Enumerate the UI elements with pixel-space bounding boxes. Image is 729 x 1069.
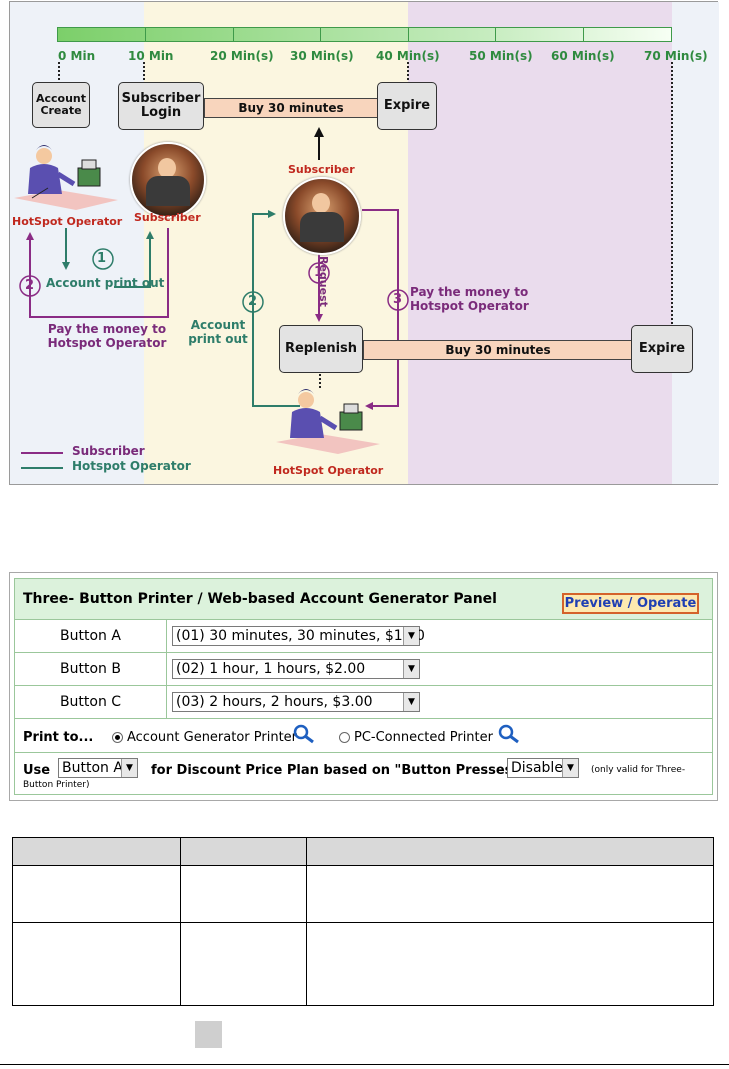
button-c-value: (03) 2 hours, 2 hours, $3.00 (176, 694, 373, 710)
step-number: 1 (97, 251, 107, 266)
valid-note: (only valid for Three-Button Printer) (23, 765, 686, 790)
request-label: Request (317, 256, 330, 307)
print-to-row: Print to... Account Generator Printer PC… (15, 719, 712, 753)
hotspot-operator-label: HotSpot Operator (273, 464, 384, 477)
button-a-label: Button A (15, 620, 167, 652)
step-number: 1 (314, 265, 324, 280)
table-row (12, 865, 714, 923)
timeline-bar (57, 27, 672, 42)
legend-subscriber: Subscriber (72, 444, 145, 458)
account-print-out-label: Account print out (46, 276, 165, 290)
footer-divider (0, 1064, 729, 1065)
pc-connected-printer-radio[interactable] (339, 732, 350, 743)
subscriber-label: Subscriber (134, 211, 201, 224)
hotspot-operator-icon (276, 389, 380, 454)
tick-label: 30 Min(s) (290, 49, 354, 63)
pay-money-label: Pay the money to Hotspot Operator (410, 285, 529, 313)
button-a-value: (01) 30 minutes, 30 minutes, $1.00 (176, 628, 425, 644)
table-cell (12, 922, 181, 1006)
discount-plan-label: for Discount Price Plan based on "Button… (151, 763, 525, 778)
table-cell (306, 865, 714, 923)
page-number-tab (195, 1021, 222, 1048)
chevron-down-icon: ▼ (121, 759, 137, 777)
table-cell (180, 922, 307, 1006)
account-create-box: Account Create (32, 82, 90, 128)
subscriber-login-box: Subscriber Login (118, 82, 204, 130)
button-b-select[interactable]: (02) 1 hour, 1 hours, $2.00 ▼ (172, 659, 420, 679)
button-c-label: Button C (15, 686, 167, 718)
subscriber-photo (130, 142, 206, 218)
step-number: 2 (25, 278, 35, 293)
hotspot-operator-label: HotSpot Operator (12, 215, 123, 228)
step-number: 2 (248, 294, 258, 309)
subscriber-label: Subscriber (288, 163, 355, 176)
print-to-label: Print to... (23, 730, 94, 745)
chevron-down-icon: ▼ (562, 759, 578, 777)
panel-title: Three- Button Printer / Web-based Accoun… (23, 591, 497, 607)
tick-label: 60 Min(s) (551, 49, 615, 63)
panel-title-row: Three- Button Printer / Web-based Accoun… (15, 579, 712, 620)
pc-connected-printer-label: PC-Connected Printer (354, 730, 493, 745)
table-header-cell (306, 837, 714, 866)
tick-label: 50 Min(s) (469, 49, 533, 63)
table-cell (12, 865, 181, 923)
billing-timeline-diagram: 0 Min 10 Min 20 Min(s) 30 Min(s) 40 Min(… (9, 1, 719, 485)
use-button-select[interactable]: Button A ▼ (58, 758, 138, 778)
account-print-out-label: Account print out (188, 318, 248, 346)
use-button-value: Button A (62, 760, 123, 776)
replenish-box: Replenish (279, 325, 363, 373)
button-c-select[interactable]: (03) 2 hours, 2 hours, $3.00 ▼ (172, 692, 420, 712)
discount-plan-row: Use Button A ▼ for Discount Price Plan b… (15, 753, 712, 794)
tick-label: 40 Min(s) (376, 49, 440, 63)
discount-select[interactable]: Disable ▼ (507, 758, 579, 778)
table-header-row (12, 837, 714, 866)
step-number: 3 (393, 292, 403, 307)
discount-value: Disable (511, 760, 563, 776)
panel-frame: Three- Button Printer / Web-based Accoun… (14, 578, 713, 795)
magnifier-icon[interactable] (498, 724, 520, 744)
table-header-cell (180, 837, 307, 866)
tick-label: 70 Min(s) (644, 49, 708, 63)
buy-time-bar: Buy 30 minutes (363, 340, 633, 360)
hotspot-operator-icon (14, 145, 118, 210)
table-cell (180, 865, 307, 923)
parameter-table (12, 837, 714, 1006)
tick-label: 0 Min (58, 49, 96, 63)
table-row (12, 922, 714, 1006)
preview-operate-button[interactable]: Preview / Operate (562, 593, 699, 614)
table-cell (306, 922, 714, 1006)
pay-money-label: Pay the money to Hotspot Operator (47, 322, 167, 350)
subscriber-photo (283, 177, 361, 255)
button-b-row: Button B (02) 1 hour, 1 hours, $2.00 ▼ (15, 653, 712, 686)
chevron-down-icon: ▼ (403, 693, 419, 711)
table-header-cell (12, 837, 181, 866)
tick-label: 20 Min(s) (210, 49, 274, 63)
button-c-row: Button C (03) 2 hours, 2 hours, $3.00 ▼ (15, 686, 712, 719)
tick-label: 10 Min (128, 49, 174, 63)
flow-connectors (19, 62, 673, 469)
account-generator-panel: Three- Button Printer / Web-based Accoun… (9, 572, 718, 801)
button-b-value: (02) 1 hour, 1 hours, $2.00 (176, 661, 366, 677)
chevron-down-icon: ▼ (403, 660, 419, 678)
expire-box: Expire (377, 82, 437, 130)
account-generator-printer-label: Account Generator Printer (127, 730, 298, 745)
button-b-label: Button B (15, 653, 167, 685)
zone-replenish (408, 2, 672, 484)
legend-hotspot-operator: Hotspot Operator (72, 459, 191, 473)
chevron-down-icon: ▼ (403, 627, 419, 645)
buy-time-bar: Buy 30 minutes (204, 98, 378, 118)
button-a-select[interactable]: (01) 30 minutes, 30 minutes, $1.00 ▼ (172, 626, 425, 646)
account-generator-printer-radio[interactable] (112, 732, 123, 743)
magnifier-icon[interactable] (293, 724, 315, 744)
expire-box: Expire (631, 325, 693, 373)
button-a-row: Button A (01) 30 minutes, 30 minutes, $1… (15, 620, 712, 653)
zone-after (672, 2, 719, 484)
use-label: Use (23, 763, 51, 778)
